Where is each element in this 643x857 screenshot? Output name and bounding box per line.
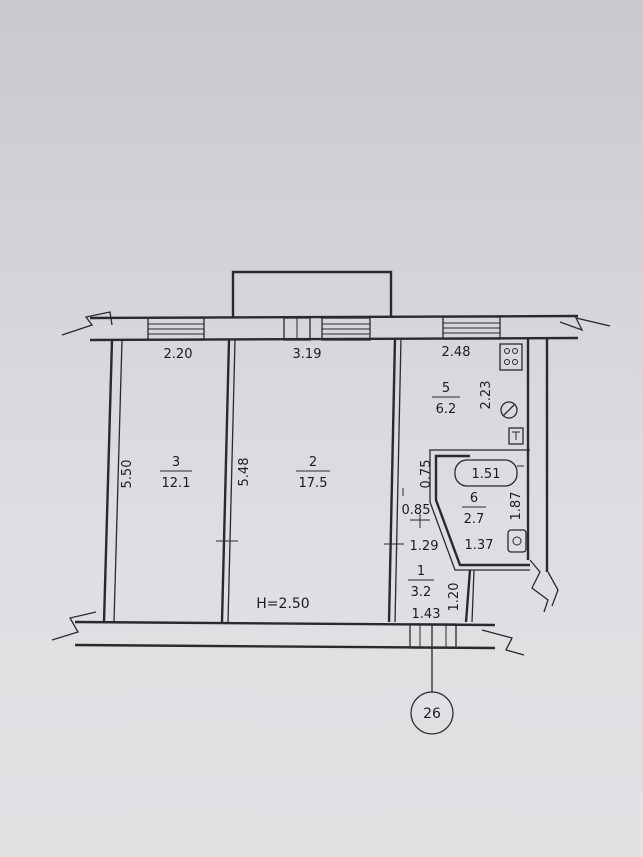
room-6-label: 6 2.7 bbox=[462, 491, 486, 527]
dim-hall-width: 1.29 bbox=[410, 539, 439, 554]
room-6-number: 6 bbox=[470, 491, 478, 506]
stove-icon bbox=[499, 343, 523, 371]
left-wall bbox=[102, 339, 123, 623]
ceiling-height: H=2.50 bbox=[256, 596, 309, 612]
room-6-area: 2.7 bbox=[464, 512, 485, 527]
dim-room2-width: 3.19 bbox=[293, 347, 322, 362]
bathtub-icon bbox=[454, 459, 524, 487]
dim-room5-length: 2.23 bbox=[479, 381, 494, 410]
room-2-label: 2 17.5 bbox=[296, 455, 330, 491]
room-1-number: 1 bbox=[417, 564, 425, 579]
room-1-label: 1 3.2 bbox=[408, 564, 434, 600]
bathroom-walls bbox=[402, 449, 530, 623]
dim-room3-length: 5.50 bbox=[120, 460, 135, 489]
right-exterior-wall bbox=[526, 338, 559, 613]
window-room2 bbox=[321, 317, 371, 341]
dim-bath-top: 1.51 bbox=[472, 467, 501, 482]
dim-room3-width: 2.20 bbox=[164, 347, 193, 362]
balcony-door bbox=[283, 317, 311, 341]
balcony-outline bbox=[231, 270, 393, 318]
top-exterior-wall bbox=[61, 311, 611, 342]
room-3-label: 3 12.1 bbox=[160, 455, 192, 491]
room-5-label: 5 6.2 bbox=[432, 381, 460, 417]
room-5-number: 5 bbox=[442, 381, 450, 396]
axis-marker bbox=[410, 624, 454, 735]
dim-bath-side: 1.87 bbox=[509, 492, 524, 521]
dim-corner-a: 0.75 bbox=[419, 460, 434, 489]
dim-corner-b: 0.85 bbox=[402, 503, 431, 518]
axis-marker-label: 26 bbox=[423, 706, 441, 722]
window-room5 bbox=[442, 316, 501, 340]
sink-icon bbox=[507, 529, 527, 553]
room-5-area: 6.2 bbox=[436, 402, 457, 417]
dim-bath-bottom: 1.37 bbox=[465, 538, 494, 553]
dim-hall-length: 1.20 bbox=[447, 583, 462, 612]
room-2-number: 2 bbox=[309, 455, 317, 470]
dim-room2-length: 5.48 bbox=[237, 458, 252, 487]
partition-2-5 bbox=[384, 337, 404, 623]
bottom-exterior-wall bbox=[51, 611, 525, 656]
dim-entrance-width: 1.43 bbox=[412, 607, 441, 622]
gas-meter-icon bbox=[500, 401, 518, 419]
room-3-number: 3 bbox=[172, 455, 180, 470]
counter-icon bbox=[508, 427, 524, 445]
partition-3-2 bbox=[216, 339, 238, 623]
room-3-area: 12.1 bbox=[162, 476, 191, 491]
room-1-area: 3.2 bbox=[411, 585, 432, 600]
window-room3 bbox=[147, 317, 205, 341]
room-2-area: 17.5 bbox=[299, 476, 328, 491]
dim-room5-width: 2.48 bbox=[442, 345, 471, 360]
